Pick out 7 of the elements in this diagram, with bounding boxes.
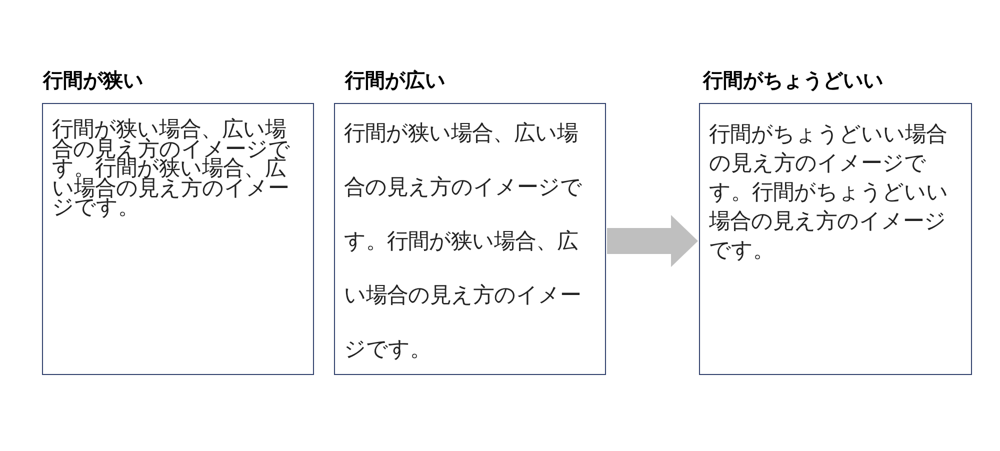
block-arrow: [607, 215, 698, 267]
heading: 行間が狭い: [43, 68, 143, 92]
heading: 行間が広い: [345, 68, 445, 92]
sample-paragraph: 行間が狭い場合、広い場合の見え方のイメージです。行間が狭い場合、広い場合の見え方のイメージです。: [344, 120, 583, 364]
sample-paragraph: 行間がちょうどいい場合の見え方のイメージです。行間がちょうどいい場合の見え方のイメージです。: [709, 121, 949, 265]
heading: 行間がちょうどいい: [703, 68, 883, 92]
sample-paragraph: 行間が狭い場合、広い場合の見え方のイメージです。行間が狭い場合、広い場合の見え方のイメージです。: [52, 120, 291, 218]
